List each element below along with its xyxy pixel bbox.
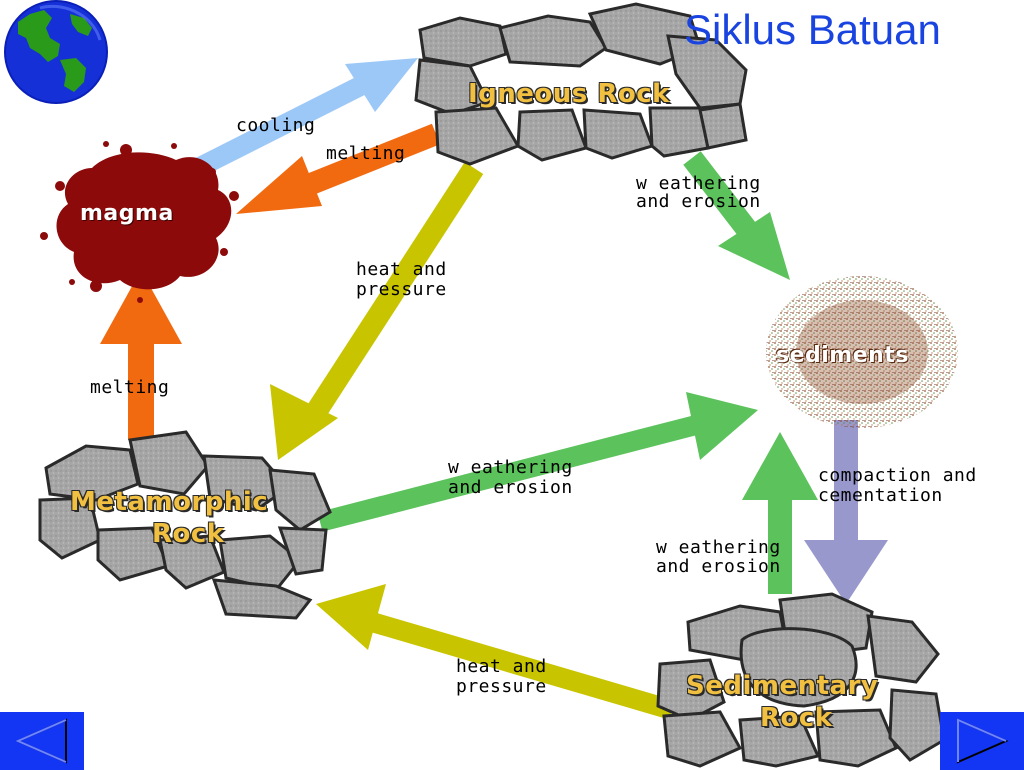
heat-pressure-label-bottom-2: pressure	[456, 676, 547, 697]
melting-arrow-left	[100, 270, 182, 440]
cooling-label: cooling	[236, 115, 316, 136]
triangle-left-icon	[15, 718, 67, 764]
melting-label-top: melting	[326, 143, 406, 164]
weathering-label-mid-2: and erosion	[448, 477, 573, 498]
weathering-label-top-2: and erosion	[636, 191, 761, 212]
melting-arrow-top	[236, 123, 441, 214]
sediments-label: sediments	[776, 343, 909, 368]
weathering-arrow-sedimentary	[742, 432, 818, 594]
compaction-label-2: cementation	[818, 485, 943, 506]
page-title: Siklus Batuan	[684, 6, 941, 53]
weathering-label-bottom-1: w eathering	[656, 537, 781, 558]
next-slide-button[interactable]	[940, 712, 1024, 770]
heat-pressure-label-bottom-1: heat and	[456, 656, 547, 677]
triangle-right-icon	[957, 718, 1009, 764]
igneous-rock-pile	[414, 2, 748, 166]
heat-pressure-arrow-igneous	[270, 162, 484, 460]
sediments-cloud	[766, 276, 958, 428]
metamorphic-label-line2: Rock	[152, 519, 225, 549]
melting-label-left: melting	[90, 377, 170, 398]
weathering-label-bottom-2: and erosion	[656, 556, 781, 577]
magma-label: magma	[80, 201, 174, 226]
weathering-arrow-metamorphic	[317, 392, 758, 532]
cooling-arrow	[181, 58, 418, 183]
metamorphic-rock-pile	[38, 430, 332, 620]
heat-pressure-label-left-1: heat and	[356, 259, 447, 280]
weathering-label-top-1: w eathering	[636, 173, 761, 194]
igneous-rock-label: Igneous Rock	[468, 79, 670, 109]
compaction-label-1: compaction and	[818, 465, 977, 486]
weathering-label-mid-1: w eathering	[448, 457, 573, 478]
previous-slide-button[interactable]	[0, 712, 84, 770]
globe-icon	[4, 0, 108, 104]
weathering-arrow-igneous	[683, 151, 790, 280]
heat-pressure-label-left-2: pressure	[356, 279, 447, 300]
metamorphic-label-line1: Metamorphic	[70, 487, 269, 517]
sedimentary-rock-pile	[656, 592, 946, 768]
sedimentary-label-line2: Rock	[760, 703, 833, 733]
magma-blob	[40, 141, 239, 303]
heat-pressure-arrow-sedimentary	[316, 584, 675, 720]
compaction-arrow	[804, 420, 888, 604]
sedimentary-label-line1: Sedimentary	[686, 671, 879, 701]
